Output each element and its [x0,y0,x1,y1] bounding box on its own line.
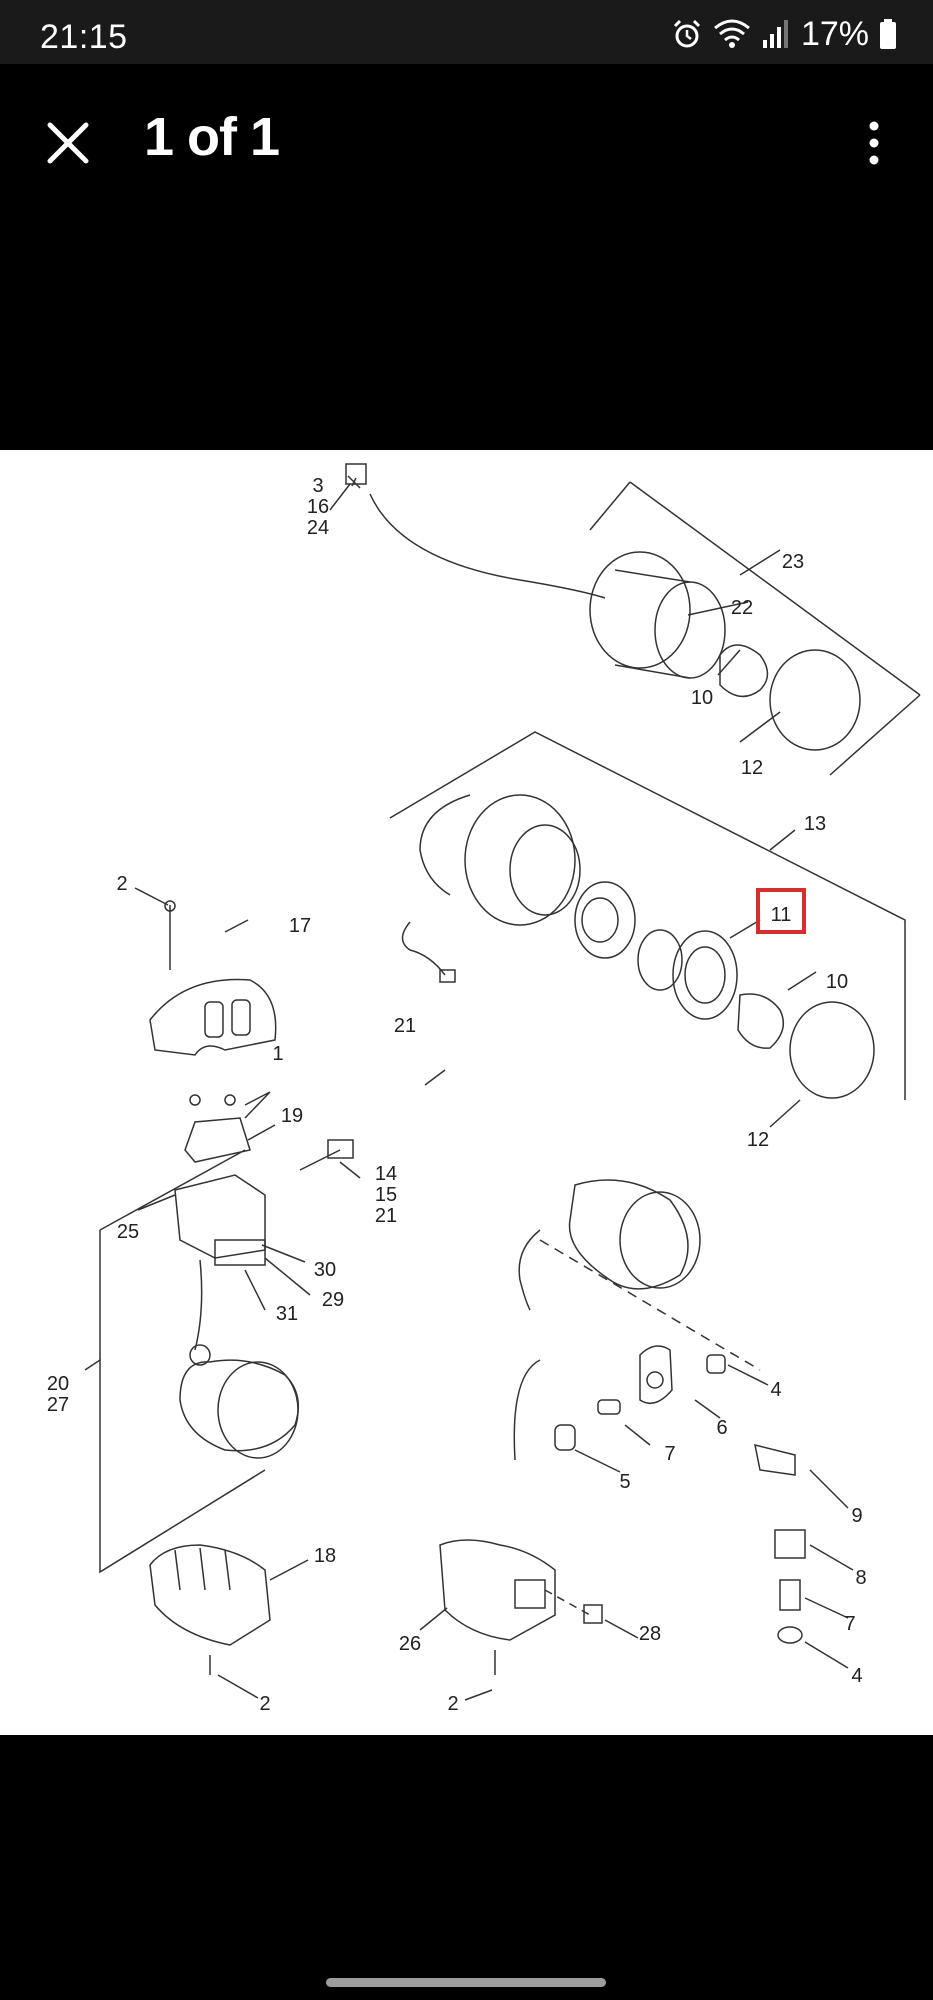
part-label-19: 19 [281,1105,303,1127]
part-label-1: 1 [272,1043,283,1065]
battery-percent: 17% [800,14,869,53]
diagram-linework [84,463,921,1701]
viewer-app-bar [0,64,933,224]
part-label-11: 11 [771,904,792,926]
highlight-box-11 [756,888,806,934]
part-label-2c: 2 [447,1693,458,1715]
part-label-30: 30 [314,1259,336,1281]
part-label-12b: 12 [747,1129,769,1151]
gesture-nav-bar[interactable] [326,1978,606,1987]
part-label-25: 25 [117,1221,139,1243]
part-label-29: 29 [322,1289,344,1311]
part-label-9: 9 [851,1505,862,1527]
part-label-8: 8 [855,1567,866,1589]
parts-diagram: 3162423221012131110122172111914152125302… [47,463,921,1715]
page-counter-title: 1 of 1 [144,107,280,167]
close-icon[interactable] [40,115,96,171]
battery-icon [880,19,896,49]
part-label-10a: 10 [691,687,713,709]
part-label-22: 22 [731,597,753,619]
status-time: 21:15 [40,18,128,56]
part-label-28: 28 [639,1623,661,1645]
part-label-31: 31 [276,1303,298,1325]
part-label-23: 23 [782,551,804,573]
status-bar: 21:15 17% [0,0,933,64]
part-label-4b: 4 [851,1665,862,1687]
part-label-26: 26 [399,1633,421,1655]
part-label-13: 13 [804,813,826,835]
part-label-7b: 7 [844,1613,855,1635]
alarm-icon [673,19,700,48]
part-label-10b: 10 [826,971,848,993]
part-label-18: 18 [314,1545,336,1567]
part-label-2b: 2 [259,1693,270,1715]
more-vertical-icon[interactable] [854,118,894,168]
part-label-2a: 2 [116,873,127,895]
part-label-12a: 12 [741,757,763,779]
part-label-7a: 7 [664,1443,675,1465]
status-icons: 17% [671,14,897,54]
part-label-21a: 21 [394,1015,416,1037]
part-label-5: 5 [619,1471,630,1493]
signal-icon [762,20,788,48]
part-label-4a: 4 [770,1379,781,1401]
part-label-6: 6 [716,1417,727,1439]
wifi-icon [713,19,750,48]
part-label-17: 17 [289,915,311,937]
